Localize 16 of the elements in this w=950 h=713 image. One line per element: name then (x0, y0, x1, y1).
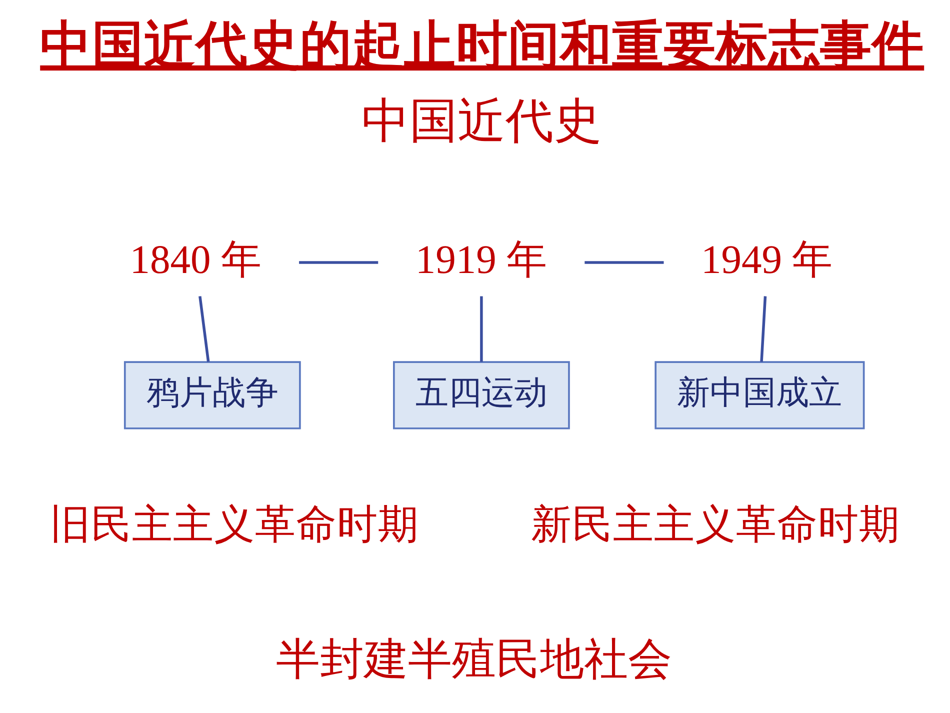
node-text: 1949 年 (700, 236, 834, 282)
diagram-title: 中国近代史的起止时间和重要标志事件 (40, 15, 924, 76)
node-box: 新中国成立 (654, 361, 865, 430)
node-text: 新民主主义革命时期 (530, 502, 900, 548)
node-text: 1919 年 (415, 236, 548, 282)
node-text: 中国近代史 (361, 94, 602, 148)
node-text: 半封建半殖民地社会 (276, 634, 672, 684)
connector (198, 296, 210, 362)
node-box: 五四运动 (393, 361, 570, 430)
connector (760, 296, 767, 362)
connector (480, 296, 483, 362)
node-box: 鸦片战争 (124, 361, 301, 430)
node-text: 1840 年 (130, 236, 262, 282)
node-text: 旧民主主义革命时期 (50, 502, 420, 548)
connector (584, 261, 664, 264)
connector (299, 261, 378, 264)
